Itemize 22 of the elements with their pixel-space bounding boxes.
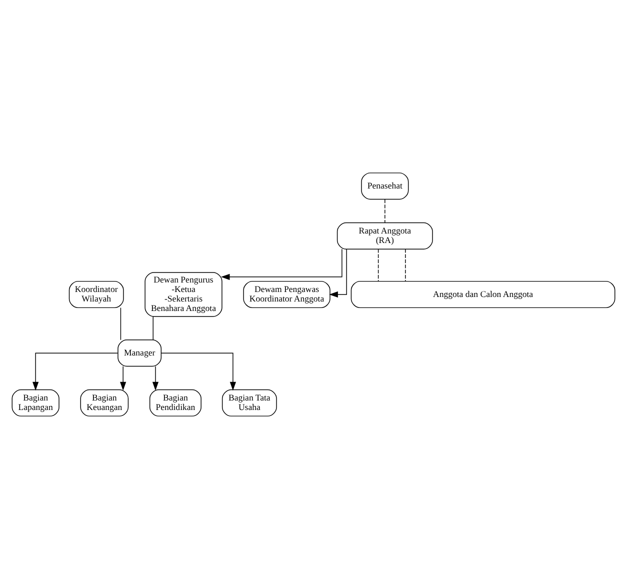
node-box: Anggota dan Calon Anggota <box>350 280 616 308</box>
arrow <box>32 352 118 390</box>
node-box: Dewan Pengurus -Ketua -Sekertaris Benahara Anggota <box>144 272 222 316</box>
node-box: Dewam Pengawas Koordinator Anggota <box>243 280 330 308</box>
arrow <box>160 352 236 390</box>
node-box: Manager <box>118 339 162 366</box>
node-box: Bagian Tata Usaha <box>222 388 277 416</box>
node-box: Bagian Lapangan <box>12 388 60 416</box>
connector <box>120 306 122 340</box>
connector <box>152 316 154 340</box>
connector <box>405 248 406 282</box>
connector <box>384 198 386 222</box>
connector <box>378 248 379 282</box>
node-box: Bagian Pendidikan <box>149 388 202 416</box>
arrow <box>329 248 347 298</box>
node-box: Bagian Keuangan <box>80 388 129 416</box>
node-box: Rapat Anggota (RA) <box>336 222 433 249</box>
node-box: Penasehat <box>361 172 409 200</box>
node-box: Koordinator Wilayah <box>68 280 124 308</box>
arrow <box>220 248 342 280</box>
arrow <box>152 366 159 390</box>
arrow <box>120 366 126 390</box>
